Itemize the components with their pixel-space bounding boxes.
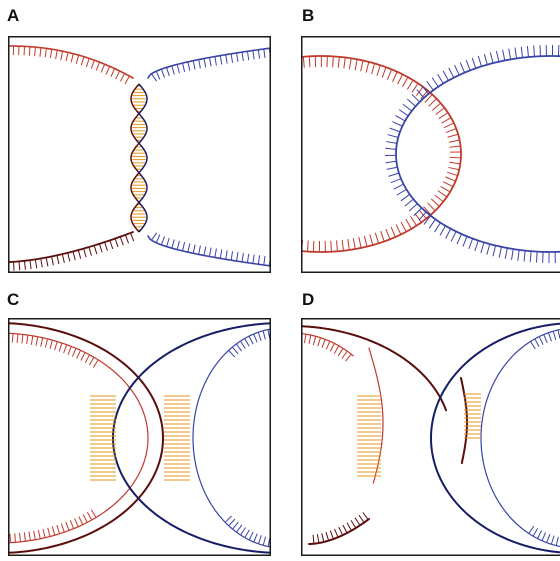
panel-c-blue-rungs-top (225, 328, 271, 354)
panel-d-dark-red-hook (460, 377, 469, 464)
panel-d-red-bottom-fragment (308, 518, 370, 545)
panel-a-joint-strand-left (130, 83, 140, 233)
panel-label-d: D (302, 290, 315, 309)
panel-c-red-rungs-bottom (8, 514, 101, 543)
panel-b-blue-ring-rungs (385, 45, 560, 263)
panel-label-a: A (7, 6, 20, 25)
panel-a-red-strand-bottom-rungs (12, 232, 135, 271)
panel-c-red-outer-strand (8, 322, 165, 554)
panel-c-red-rungs-top-rungs (8, 333, 99, 368)
panel-d-blue-rungs-top (526, 329, 560, 345)
panel-d-blue-rungs-top-rungs (530, 329, 560, 350)
panel-d-blue-rungs-bottom (526, 531, 560, 547)
panel-a-blue-strand-bottom (147, 235, 271, 267)
panel-a-blue-strand-top-rungs (151, 48, 271, 82)
panel-a-blue-strand-top (147, 47, 271, 79)
panel-d-blue-rungs-bottom-rungs (528, 525, 559, 546)
panel-d-base-pairs (357, 393, 481, 477)
panel-c-blue-rungs-bottom-rungs (224, 515, 271, 547)
panel-a-joint-strand-right (138, 83, 148, 233)
panel-d-diagram (301, 318, 560, 556)
panel-label-c: C (7, 290, 20, 309)
panel-c-diagram (8, 318, 271, 556)
panel-d-red-inner-strand-rungs (301, 333, 352, 362)
panel-c-red-rungs-bottom-rungs (9, 509, 97, 543)
panel-c-blue-rungs-top-rungs (228, 329, 271, 358)
panel-a-diagram (8, 36, 271, 273)
panel-c-red-inner-strand (8, 332, 149, 544)
panel-d-red-inner-strand (301, 332, 354, 357)
panel-a-blue-strand-bottom-rungs (151, 232, 271, 266)
panel-c-base-pairs (90, 395, 190, 481)
panel-b-red-ring (301, 55, 462, 253)
panel-b-diagram (301, 36, 560, 273)
panel-c-blue-inner-strand (192, 328, 271, 548)
panel-c-red-rungs-top (8, 333, 101, 362)
panel-c-blue-rungs-bottom (225, 522, 271, 548)
panel-a-red-strand-top-rungs (12, 46, 130, 85)
panel-d-blue-outer-strand (429, 322, 560, 554)
panel-d-red-outer-strand (301, 325, 448, 412)
panel-a-red-strand-top (8, 45, 134, 79)
panel-a-joint-base-pairs (132, 85, 146, 231)
panel-d-red-bottom-fragment-rungs (312, 512, 369, 544)
panel-c-blue-outer-strand (111, 322, 271, 554)
panel-a-red-strand-bottom (8, 231, 134, 263)
panel-label-b: B (302, 6, 315, 25)
panel-d-blue-inner-strand (480, 328, 560, 548)
